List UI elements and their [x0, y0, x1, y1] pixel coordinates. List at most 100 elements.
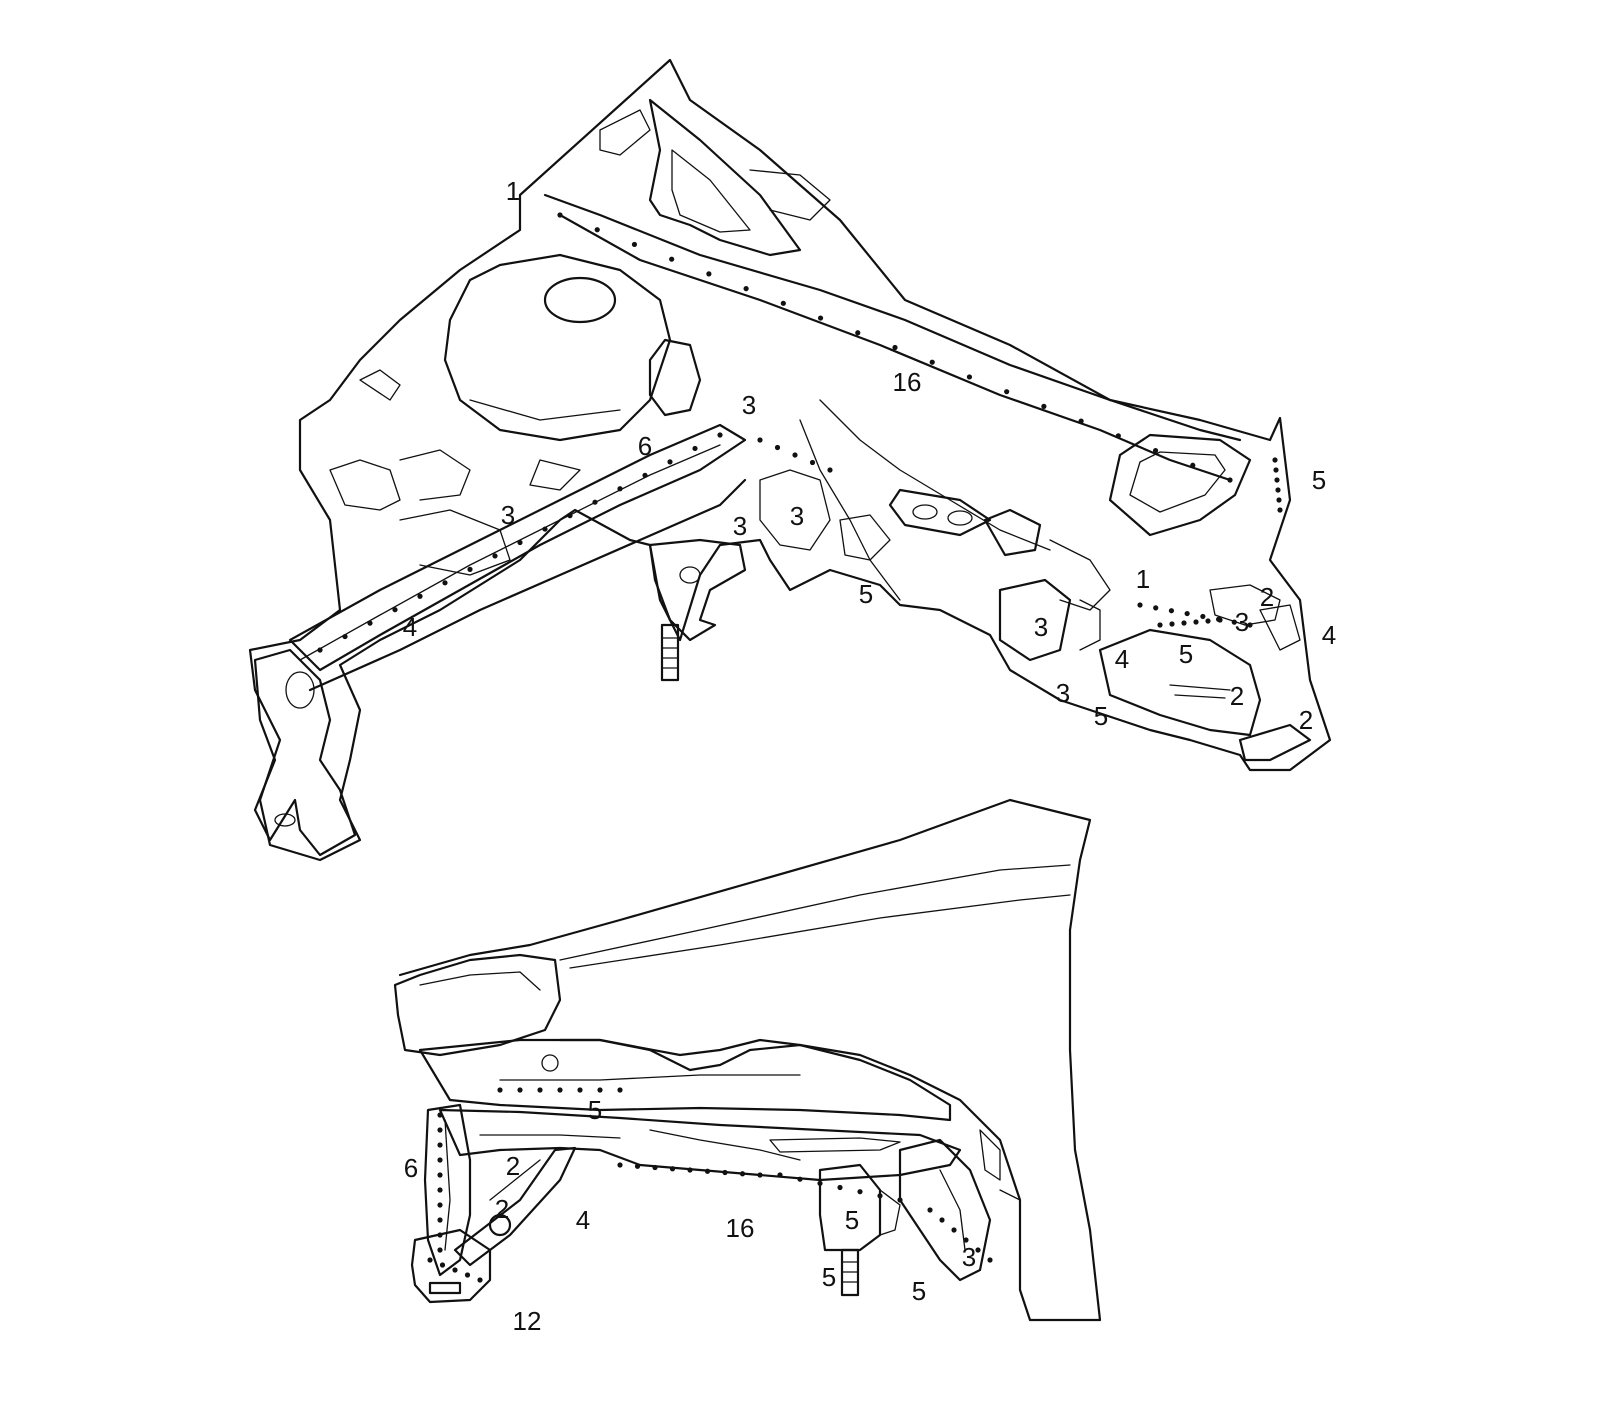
weld-spot [464, 1272, 471, 1278]
weld-spot [617, 486, 623, 492]
fender-upper-rail [418, 1038, 952, 1122]
weld-spot [517, 1087, 523, 1093]
callout-upper-1: 1 [505, 176, 521, 206]
weld-spot [437, 1112, 443, 1118]
weld-spot [927, 1207, 933, 1213]
weld-spot [817, 1180, 823, 1186]
weld-spot [1153, 605, 1159, 611]
weld-spot [342, 633, 348, 640]
callout-upper-11: 2 [1259, 582, 1275, 612]
weld-spot [594, 227, 600, 233]
callout-upper-12: 3 [1234, 607, 1250, 637]
weld-spot [1276, 497, 1282, 503]
weld-spot [652, 1164, 658, 1171]
weld-spot [1190, 462, 1196, 468]
callout-upper-6: 3 [732, 511, 748, 541]
weld-spot [1004, 389, 1010, 395]
weld-spot [427, 1257, 433, 1263]
weld-spot [437, 1127, 443, 1133]
dash-opening [888, 488, 992, 537]
weld-spot [1274, 477, 1280, 483]
callout-upper-13: 4 [1321, 620, 1337, 650]
windshield-frame-right [1108, 433, 1252, 537]
callout-upper-15: 3 [1033, 612, 1049, 642]
weld-spot [542, 526, 548, 532]
callout-upper-10: 1 [1135, 564, 1151, 594]
weld-spot [837, 1184, 843, 1191]
callout-fender-8: 5 [821, 1262, 837, 1292]
weld-spot [1169, 621, 1175, 627]
weld-spot [797, 1176, 803, 1182]
callout-fender-9: 5 [911, 1276, 927, 1306]
weld-spot [1205, 618, 1211, 624]
weld-spot [642, 472, 648, 478]
weld-spot [1275, 487, 1281, 493]
weld-spot [1152, 447, 1159, 454]
cowl-ridge-lower [558, 213, 1232, 482]
center-bracket [648, 538, 747, 642]
callout-upper-14: 5 [1311, 465, 1327, 495]
weld-spot [477, 1277, 483, 1283]
weld-spots [317, 212, 1283, 1283]
weld-spot [1217, 617, 1223, 623]
weld-spot [966, 374, 973, 380]
diagonal-brace [453, 1146, 577, 1267]
callout-upper-7: 3 [789, 501, 805, 531]
weld-spot [1181, 620, 1187, 626]
weld-spot [892, 344, 898, 351]
callout-upper-2: 16 [892, 367, 922, 397]
weld-spot [1078, 418, 1084, 424]
right-sill [1238, 723, 1312, 762]
weld-spot [1247, 622, 1253, 628]
mount-stud [660, 623, 680, 682]
weld-spot [757, 437, 763, 443]
fender-outline [398, 798, 1102, 1322]
callout-upper-20: 3 [1055, 678, 1071, 708]
strut-mount-hole [543, 276, 617, 324]
callout-fender-10: 3 [961, 1242, 977, 1272]
callout-fender-5: 4 [575, 1205, 591, 1235]
weld-spot [857, 1189, 863, 1195]
weld-spot [669, 256, 675, 262]
weld-spot [557, 212, 563, 218]
weld-spot [774, 444, 781, 451]
weld-spot [1137, 602, 1143, 608]
weld-spot [437, 1247, 443, 1253]
weld-spot [597, 1087, 603, 1093]
weld-spot [743, 286, 749, 292]
callout-upper-8: 5 [858, 579, 874, 609]
callout-upper-21: 5 [1093, 701, 1109, 731]
fender-structure [393, 798, 1102, 1322]
weld-spot [437, 1202, 443, 1208]
weld-spot [855, 330, 861, 336]
weld-spot [437, 1172, 443, 1178]
callout-upper-17: 5 [1178, 639, 1194, 669]
weld-spot [1277, 507, 1283, 513]
reservoir [648, 338, 702, 417]
callout-upper-18: 2 [1229, 681, 1245, 711]
weld-spot [617, 1087, 623, 1093]
weld-spot [634, 1163, 641, 1169]
front-lower-bracket [253, 648, 357, 857]
callout-upper-19: 2 [1298, 705, 1314, 735]
weld-spot [951, 1227, 957, 1233]
weld-spot [577, 1087, 583, 1093]
fender-lower-rail [438, 1108, 962, 1182]
weld-spot [517, 539, 523, 546]
weld-spot [692, 445, 698, 452]
left-frame-rail [288, 423, 747, 672]
weld-spot [939, 1217, 945, 1223]
weld-spot [1041, 403, 1047, 409]
weld-spot [367, 620, 373, 626]
weld-spot [437, 1217, 443, 1223]
weld-spot [1184, 610, 1190, 617]
weld-spot [780, 300, 786, 306]
rear-arch-panel [898, 1138, 992, 1282]
headlamp-housing [393, 953, 562, 1057]
callout-fender-7: 5 [844, 1205, 860, 1235]
right-wheelhouse [1098, 628, 1262, 737]
weld-spot [439, 1262, 446, 1268]
weld-spot [687, 1167, 693, 1173]
